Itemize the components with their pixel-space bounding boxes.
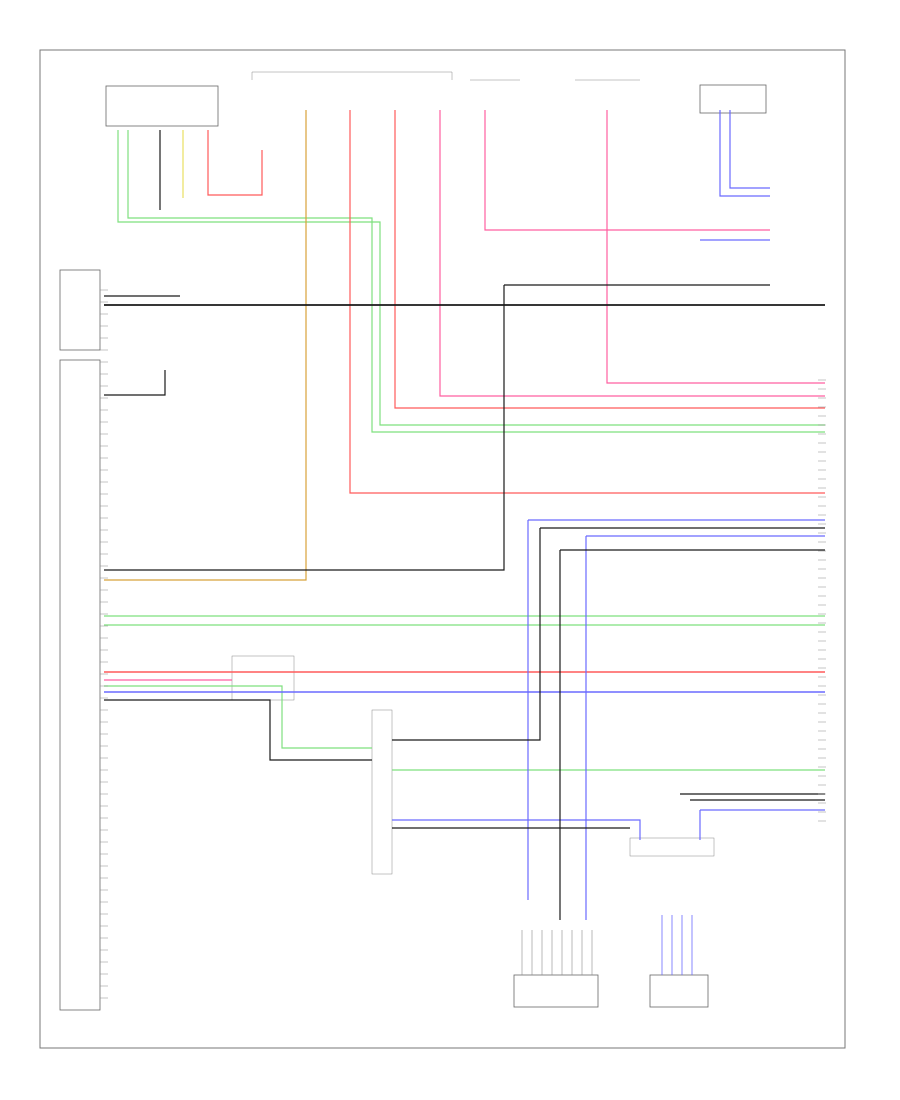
- wire-pink-1: [439, 110, 825, 397]
- wire-black-5: [392, 527, 825, 741]
- wire-green-5: [104, 685, 372, 749]
- wire-blue-3: [585, 535, 825, 920]
- wire-black-4: [104, 284, 770, 571]
- wire-black-7: [104, 699, 372, 761]
- wire-red-1: [207, 130, 263, 196]
- component-box-bottom-center: [513, 974, 599, 1008]
- component-box-left-lower: [59, 359, 101, 1011]
- splice-box-3: [629, 837, 715, 857]
- pin-marks: [100, 289, 826, 999]
- wire-blue-5: [719, 110, 770, 197]
- fuse-group-bracket: [251, 71, 640, 81]
- component-box-bottom-right: [649, 974, 709, 1008]
- wire-group: [104, 110, 825, 920]
- wire-red-3: [394, 110, 825, 409]
- wire-green-2: [127, 130, 825, 433]
- wire-pink-2: [484, 110, 770, 231]
- wire-pink-3: [606, 110, 825, 384]
- splice-box-1: [231, 655, 295, 701]
- wire-blue-4: [392, 809, 825, 840]
- component-box-top-left: [105, 85, 219, 127]
- component-box-top-right: [699, 84, 767, 114]
- wire-red-2: [349, 110, 825, 494]
- wire-orange-1: [104, 110, 307, 581]
- diagram-frame: [39, 49, 846, 1049]
- wire-black-8: [392, 793, 825, 829]
- component-box-left-upper: [59, 269, 101, 351]
- wire-black-3: [104, 370, 166, 396]
- wire-green-1: [117, 130, 825, 426]
- wire-blue-2: [527, 519, 825, 900]
- wire-black-6: [559, 549, 825, 920]
- splice-box-2: [371, 709, 393, 875]
